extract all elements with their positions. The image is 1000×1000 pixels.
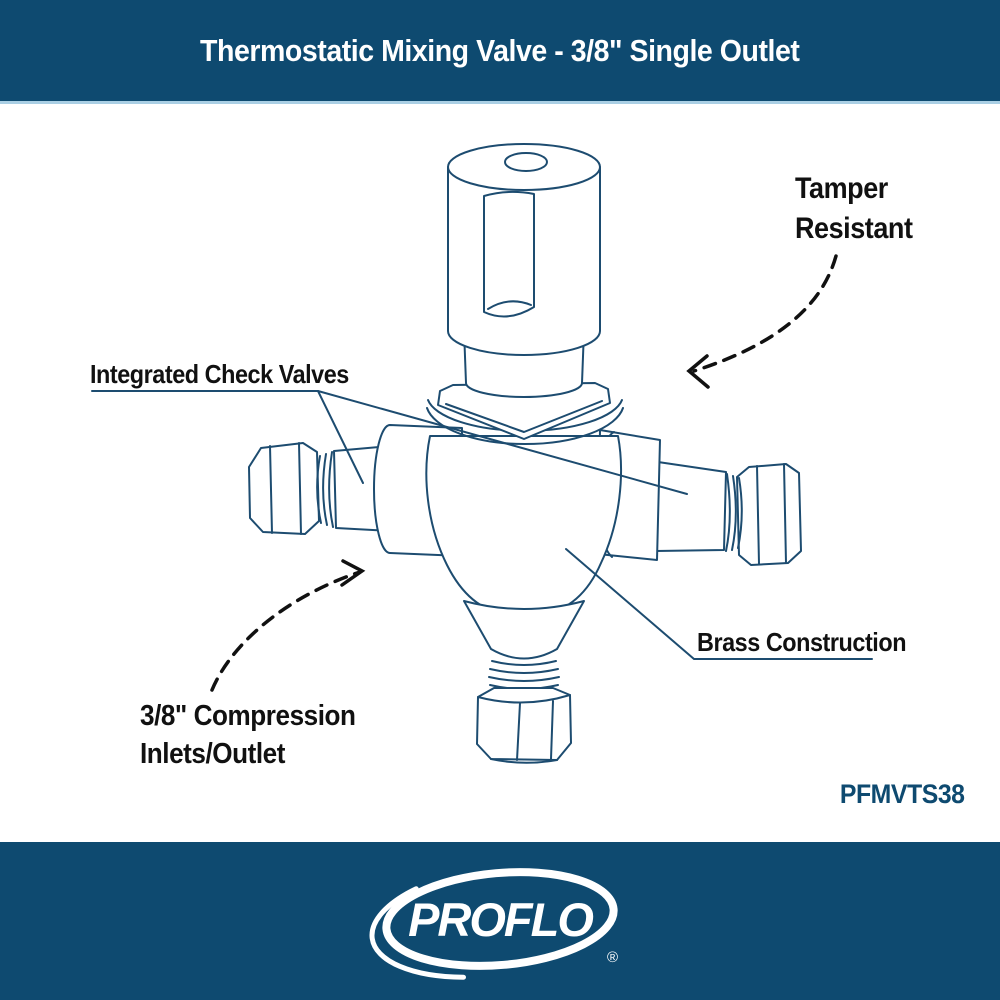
leader-check-valves-left — [91, 390, 364, 484]
compression-arrowhead — [340, 559, 366, 587]
valve-body — [425, 435, 622, 615]
left-nut-facets — [269, 442, 302, 535]
right-threads — [725, 473, 743, 552]
tamper-resistant-arrowhead — [686, 354, 710, 389]
callout-integrated-check-valves: Integrated Check Valves — [90, 359, 349, 389]
diagram-area: Tamper Resistant Integrated Check Valves… — [0, 107, 1000, 842]
callout-brass-construction: Brass Construction — [697, 627, 907, 657]
logo-swoosh — [369, 862, 625, 980]
valve-drawing — [248, 143, 802, 764]
right-compression-nut — [736, 463, 802, 566]
bonnet-nut-chevron — [445, 400, 603, 433]
header-bar: Thermostatic Mixing Valve - 3/8" Single … — [0, 0, 1000, 104]
annotation-arrows — [210, 254, 838, 692]
cap-slot-inner-arc — [487, 300, 532, 310]
logo-oval-ring — [382, 868, 618, 970]
left-threads — [316, 451, 334, 528]
callout-tamper-resistant: Tamper Resistant — [795, 172, 913, 245]
outlet-cone — [463, 600, 585, 660]
page-title: Thermostatic Mixing Valve - 3/8" Single … — [200, 32, 800, 68]
product-code: PFMVTS38 — [840, 779, 965, 809]
footer-bar: PROFLO ® — [0, 842, 1000, 1000]
right-outlet-tube — [655, 461, 727, 552]
proflo-logo: PROFLO ® — [369, 862, 625, 980]
cap-slot-window — [483, 190, 535, 318]
callout-compression-inlets-outlet: 3/8" Compression Inlets/Outlet — [140, 700, 356, 771]
leader-check-valves-right — [317, 390, 688, 495]
leader-brass-construction — [565, 548, 873, 660]
leader-lines — [91, 390, 873, 660]
right-nut-facets — [756, 463, 787, 565]
valve-illustration — [91, 143, 873, 764]
left-compression-nut — [248, 442, 320, 535]
registered-trademark-icon: ® — [607, 949, 618, 966]
logo-wordmark: PROFLO — [408, 893, 593, 946]
tamper-resistant-arrow — [692, 254, 838, 373]
outlet-threads — [488, 660, 560, 690]
bottom-compression-nut — [476, 687, 572, 761]
bottom-nut-detail — [477, 694, 571, 764]
cap-top-hole — [504, 152, 548, 172]
compression-arrow — [210, 570, 362, 692]
